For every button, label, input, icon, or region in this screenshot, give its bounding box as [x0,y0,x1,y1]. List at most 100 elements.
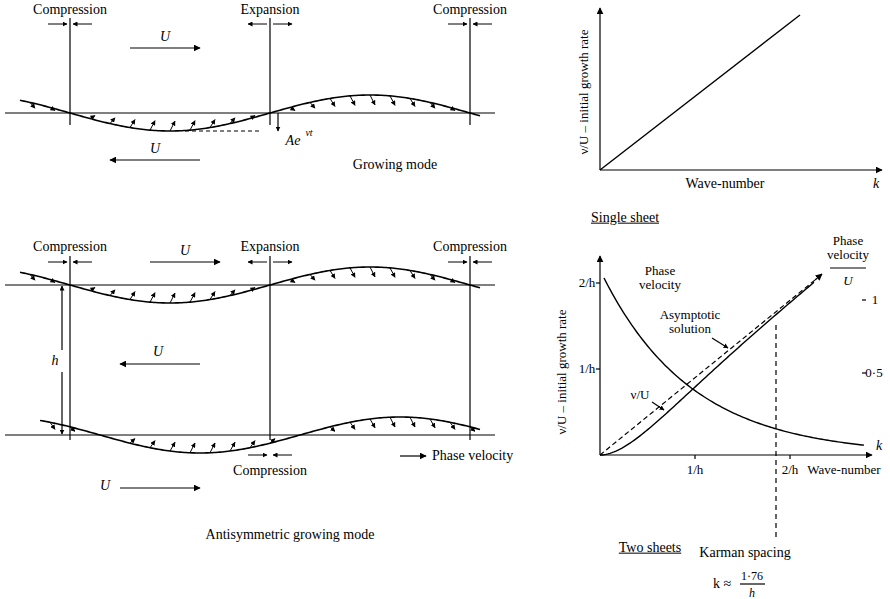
strength-arrow [410,270,415,278]
phase-velocity-curve [604,278,864,445]
leader-line [712,338,728,348]
section-line [69,256,70,440]
velocity-arrow [130,47,200,48]
strength-arrow [250,116,255,119]
strength-arrow [290,279,295,282]
figure-label: 2/h [782,463,799,477]
strength-arrow [130,439,135,443]
figure-label: 2/h [579,276,596,290]
sheet-axis [5,434,495,435]
figure-label: U [160,30,170,45]
flow-arrow [273,262,292,263]
strength-arrow [250,441,255,448]
figure-label: Wave-number [686,177,765,192]
section-line [469,18,470,125]
flow-arrow [248,262,267,263]
strength-arrow [410,417,415,427]
figure-label: U [843,274,852,288]
figure-label: Phase velocity [820,234,876,261]
growth-rate-arrow [815,274,822,280]
strength-arrow [190,121,195,130]
figure-label: Two sheets [619,541,681,556]
strength-arrow [150,441,155,448]
figure-label: Compression [433,240,507,255]
figure-label: νt [305,128,312,139]
strength-arrow [30,102,35,108]
flow-arrow [273,455,292,456]
strength-arrow [250,288,255,291]
strength-arrow [50,422,55,429]
strength-arrow [50,279,55,282]
strength-arrow [370,95,375,105]
strength-arrow [170,121,175,131]
strength-arrow [130,292,135,300]
leader-line [652,402,664,410]
strength-arrow [350,96,355,105]
flow-arrow [473,262,492,263]
strength-arrow [390,268,395,277]
flow-arrow [48,262,67,263]
figure-label: U [153,345,163,360]
velocity-arrow [120,487,200,488]
figure-label: ν/U [631,388,650,402]
strength-arrow [90,288,95,291]
strength-arrow [410,98,415,106]
figure-label: Expansion [240,3,299,18]
tick [596,282,600,283]
section-line [69,18,70,125]
section-line [269,18,270,125]
chart-axis [599,256,600,455]
strength-arrow [170,442,175,451]
strength-arrow [210,292,215,300]
figure-label: Phase velocity [629,264,691,291]
strength-arrow [450,107,455,110]
figure-label: 1/h [579,362,596,376]
fraction-bar [830,267,866,268]
figure-label: k ≈ [713,577,731,592]
tick [789,455,790,459]
growth-line [600,15,800,170]
flow-arrow [248,455,267,456]
velocity-arrow [150,261,220,262]
strength-arrow [150,121,155,130]
flow-arrow [448,24,467,25]
figure-label: 0·5 [865,366,882,380]
strength-arrow [70,427,75,431]
strength-arrow [390,417,395,427]
strength-arrow [430,274,435,280]
figure-label: Compression [33,3,107,18]
tick [694,455,695,459]
section-line [269,256,270,440]
figure-label: k [876,439,882,454]
strength-arrow [170,293,175,303]
strength-arrow [190,443,195,453]
strength-arrow [430,419,435,428]
velocity-arrow [120,363,200,364]
fraction-bar [740,583,765,584]
strength-arrow [350,422,355,429]
figure-label: Asymptotic solution [652,308,728,335]
strength-arrow [190,293,195,302]
strength-arrow [370,419,375,428]
strength-arrow [270,439,275,443]
figure-label: Phase velocity [432,449,513,464]
vortex-sheet [20,267,480,303]
figure-label: U [180,244,190,259]
figure-label: Compression [33,240,107,255]
tick [596,368,600,369]
figure-label: Karman spacing [699,546,790,561]
strength-arrow [230,290,235,296]
strength-arrow [30,274,35,280]
strength-arrow [370,267,375,277]
strength-arrow [470,427,475,431]
phase-arrow [400,455,426,456]
strength-arrow [330,98,335,106]
strength-arrow [230,118,235,124]
strength-arrow [330,270,335,278]
static-lines [5,8,882,584]
flow-arrow [73,24,92,25]
figure-label: 1/h [687,463,704,477]
strength-arrow [330,427,335,431]
figure-label: U [150,142,160,157]
strength-arrow [290,107,295,110]
